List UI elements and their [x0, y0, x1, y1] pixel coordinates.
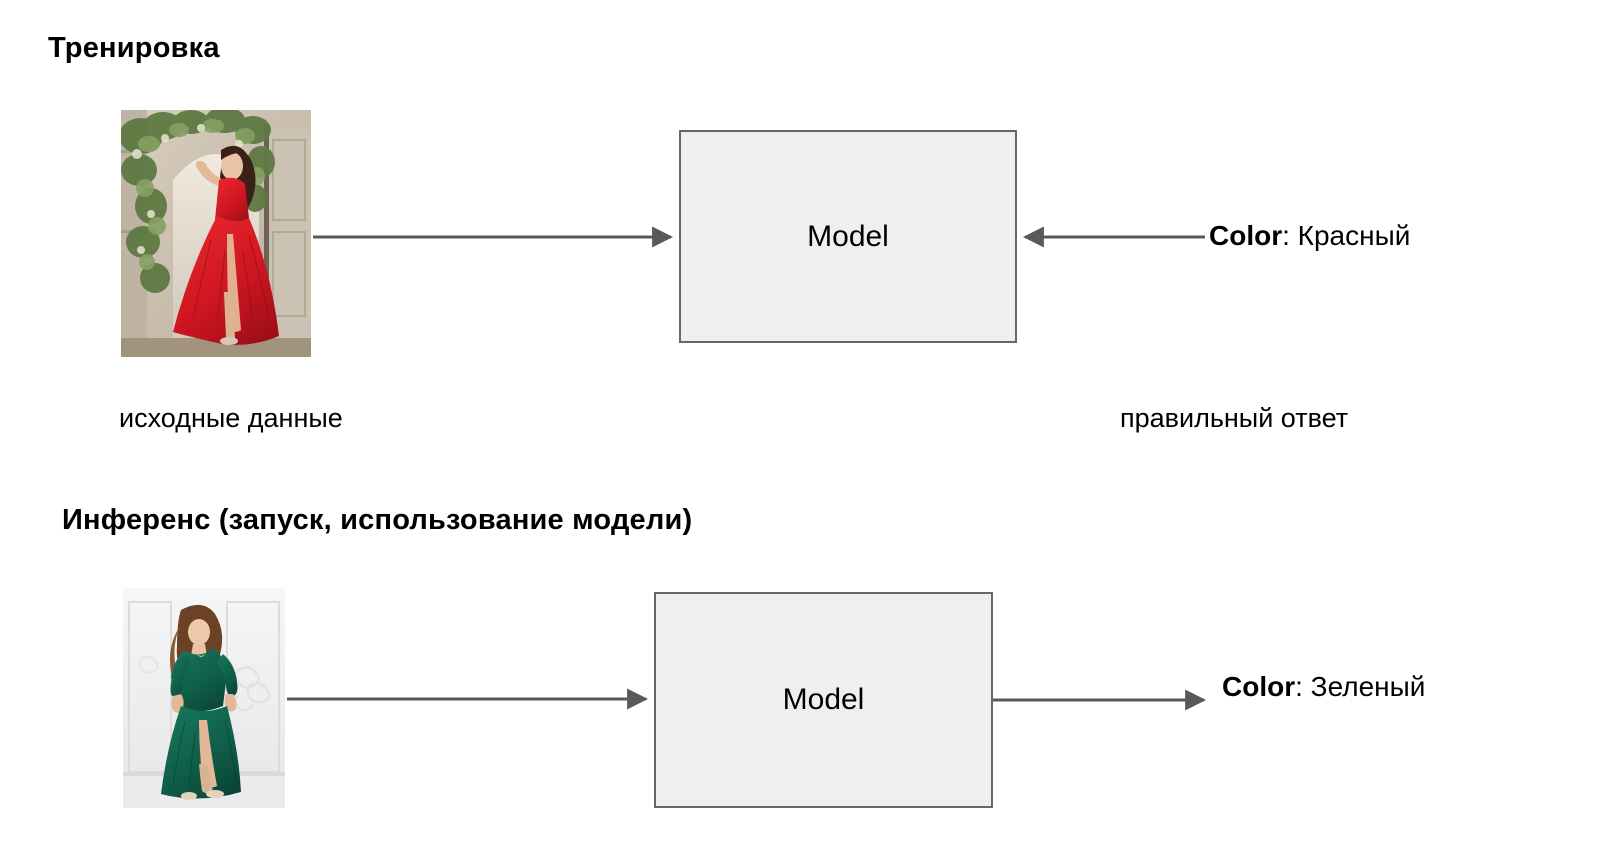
inference-model-label: Model	[782, 683, 865, 716]
training-target-separator: :	[1282, 220, 1298, 251]
training-target-label: Color: Красный	[1209, 220, 1410, 252]
training-input-image	[121, 110, 311, 357]
inference-section-title: Инференс (запуск, использование модели)	[62, 504, 693, 536]
training-answer-caption: правильный ответ	[1120, 403, 1349, 433]
inference-prediction-separator: :	[1295, 671, 1311, 702]
training-section-title: Тренировка	[48, 32, 220, 64]
training-model-label: Model	[807, 219, 889, 253]
training-model-box[interactable]: Model	[679, 130, 1017, 343]
training-target-value: Красный	[1297, 220, 1411, 251]
inference-model-box[interactable]: Model	[654, 592, 993, 808]
inference-prediction-label: Color: Зеленый	[1222, 671, 1425, 703]
inference-prediction-value: Зеленый	[1310, 671, 1426, 702]
inference-input-image	[123, 588, 285, 808]
training-input-caption: исходные данные	[119, 403, 343, 433]
inference-prediction-key: Color	[1222, 671, 1296, 702]
training-target-key: Color	[1209, 220, 1283, 251]
